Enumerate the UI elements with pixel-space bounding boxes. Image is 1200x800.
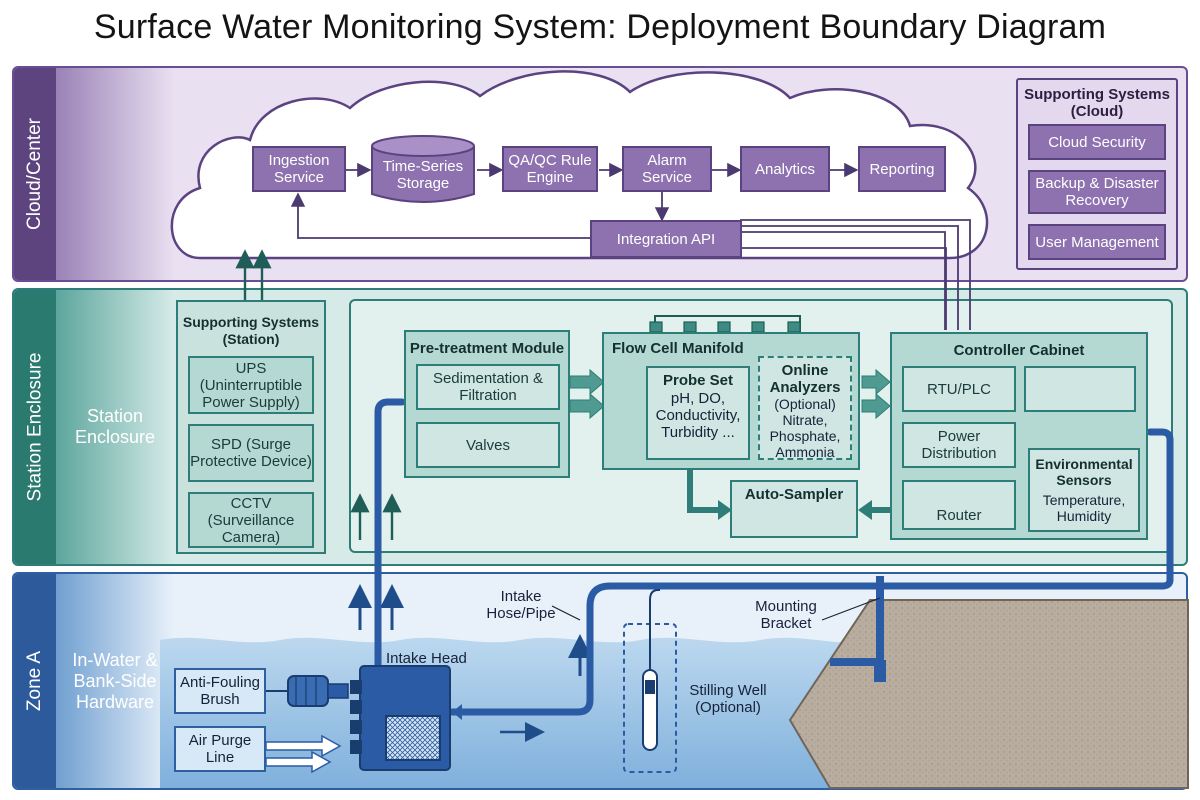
zone-a-band: In-Water & Bank-Side Hardware (56, 574, 174, 788)
alarm-service-box: Alarm Service (622, 146, 712, 192)
valves-box: Valves (416, 422, 560, 468)
stilling-well-label: Stilling Well (Optional) (689, 682, 767, 716)
flow-cell-manifold: Flow Cell Manifold Probe Set pH, DO, Con… (602, 332, 860, 470)
backup-recovery-box: Backup & Disaster Recovery (1028, 170, 1166, 214)
analytics-box: Analytics (740, 146, 830, 192)
integration-api-box: Integration API (590, 220, 742, 258)
river-bank (788, 599, 1189, 789)
station-supporting-systems: Supporting Systems (Station) UPS (Uninte… (176, 300, 326, 554)
router-box: Router (902, 480, 1016, 530)
intake-head-label: Intake Head (386, 650, 467, 667)
probe-set-text: pH, DO, Conductivity, Turbidity ... (655, 390, 741, 441)
pretreatment-title: Pre-treatment Module (409, 340, 565, 357)
online-analyzers-box: Online Analyzers (Optional) Nitrate, Pho… (758, 356, 852, 460)
controller-cabinet: Controller Cabinet RTU/PLC Power Distrib… (890, 332, 1148, 540)
auto-sampler: Auto-Sampler (730, 480, 858, 538)
user-management-box: User Management (1028, 224, 1166, 260)
page-title: Surface Water Monitoring System: Deploym… (93, 8, 1107, 46)
intake-hose-label: Intake Hose/Pipe (486, 588, 556, 622)
return-hose (448, 428, 1174, 716)
env-sensors-title: Environmental Sensors (1035, 456, 1133, 488)
reporting-box: Reporting (858, 146, 946, 192)
online-analyzers-text: (Optional) Nitrate, Phosphate, Ammonia (769, 396, 841, 460)
zone-station-band: Station Enclosure (56, 290, 174, 564)
flow-cell-title: Flow Cell Manifold (612, 340, 744, 357)
wifi-modem-box (1024, 366, 1136, 412)
cctv-box: CCTV (Surveillance Camera) (188, 492, 314, 548)
controller-title: Controller Cabinet (953, 342, 1085, 359)
pretreatment-module: Pre-treatment Module Sedimentation & Fil… (404, 330, 570, 478)
ups-box: UPS (Uninterruptible Power Supply) (188, 356, 314, 414)
intake-riser (374, 398, 406, 670)
spd-box: SPD (Surge Protective Device) (188, 424, 314, 482)
zone-station-side-label: Station Enclosure (14, 290, 56, 564)
station-supporting-title: Supporting Systems (Station) (182, 314, 320, 347)
time-series-storage: Time-Series Storage (370, 134, 476, 206)
cloud-supporting-systems: Supporting Systems (Cloud) Cloud Securit… (1016, 78, 1178, 270)
environmental-sensors-box: Environmental Sensors Temperature, Humid… (1028, 448, 1140, 532)
online-analyzers-title: Online Analyzers (769, 362, 841, 396)
qaqc-rule-engine-box: QA/QC Rule Engine (502, 146, 598, 192)
probe-set-title: Probe Set (662, 372, 734, 389)
cloud-supporting-title: Supporting Systems (Cloud) (1024, 86, 1170, 120)
rtu-plc-box: RTU/PLC (902, 366, 1016, 412)
air-purge-line-box: Air Purge Line (174, 726, 266, 772)
ingestion-service-box: Ingestion Service (252, 146, 346, 192)
auto-sampler-title: Auto-Sampler (744, 486, 844, 503)
power-distribution-box: Power Distribution (902, 422, 1016, 468)
brush-motor-icon (287, 675, 349, 707)
mounting-bracket-label: Mounting Bracket (755, 598, 817, 632)
zone-cloud-side-label: Cloud/Center (14, 68, 56, 280)
sedimentation-box: Sedimentation & Filtration (416, 364, 560, 410)
zone-a-side-label: Zone A (14, 574, 56, 788)
cloud-security-box: Cloud Security (1028, 124, 1166, 160)
zone-cloud-band (56, 68, 174, 280)
probe-set-box: Probe Set pH, DO, Conductivity, Turbidit… (646, 366, 750, 460)
anti-fouling-brush-box: Anti-Fouling Brush (174, 668, 266, 714)
env-sensors-text: Temperature, Humidity (1042, 492, 1126, 524)
